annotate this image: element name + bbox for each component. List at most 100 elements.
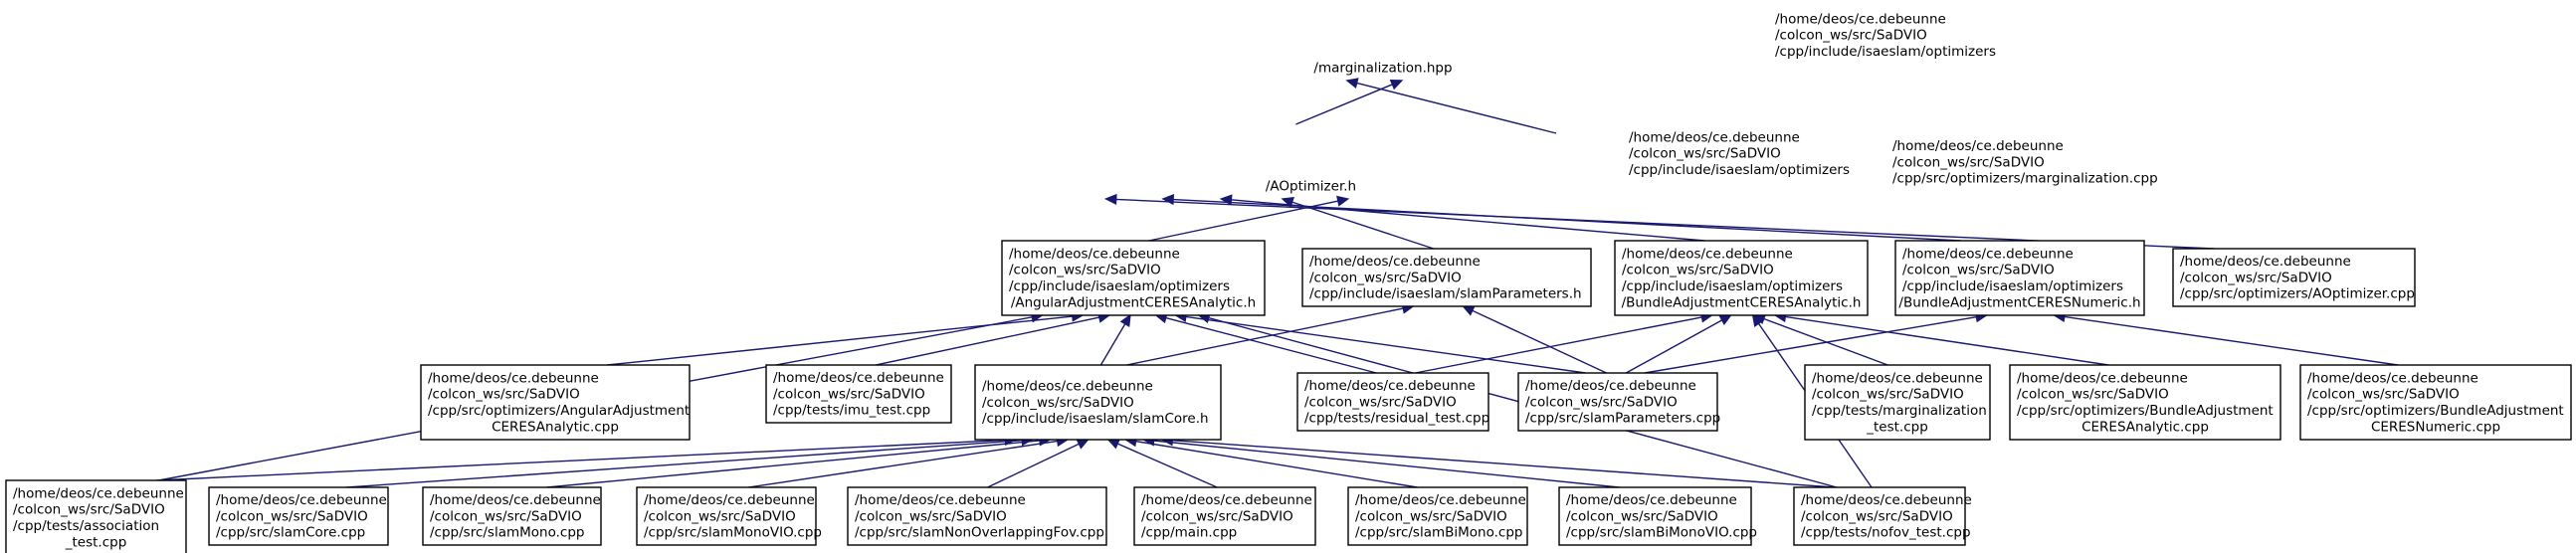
- node-ba_analytic_cpp[interactable]: /home/deos/ce.debeunne/colcon_ws/src/SaD…: [2009, 364, 2281, 441]
- node-slammonovio_cpp[interactable]: /home/deos/ce.debeunne/colcon_ws/src/SaD…: [636, 486, 822, 546]
- node-label-line: /cpp/main.cpp: [1141, 525, 1237, 541]
- node-slambimonovio_cpp[interactable]: /home/deos/ce.debeunne/colcon_ws/src/SaD…: [1558, 486, 1757, 546]
- node-label-line: /home/deos/ce.debeunne: [1892, 138, 2064, 154]
- node-box: [765, 364, 952, 424]
- node-label-line: /BundleAdjustmentCERESAnalytic.h: [1622, 294, 1862, 310]
- node-slammono_cpp[interactable]: /home/deos/ce.debeunne/colcon_ws/src/SaD…: [422, 486, 602, 546]
- node-label-line: /home/deos/ce.debeunne: [1775, 11, 1946, 27]
- node-label-line: /colcon_ws/src/SaDVIO: [2307, 387, 2460, 403]
- node-slamnonoverlap_cpp[interactable]: /home/deos/ce.debeunne/colcon_ws/src/SaD…: [847, 486, 1107, 546]
- node-label-line: /cpp/include/isaeslam/optimizers: [1009, 278, 1230, 294]
- arrowhead-main_cpp-to-slamcore_h: [1106, 439, 1121, 450]
- node-marg_test[interactable]: /home/deos/ce.debeunne/colcon_ws/src/SaD…: [1804, 364, 1991, 441]
- node-marg_cpp[interactable]: /home/deos/ce.debeunne/colcon_ws/src/SaD…: [1892, 138, 2158, 187]
- node-label-line: /colcon_ws/src/SaDVIO: [1622, 263, 1774, 278]
- node-label-line: /marginalization.hpp: [1313, 60, 1452, 76]
- node-assoc_test[interactable]: /home/deos/ce.debeunne/colcon_ws/src/SaD…: [5, 479, 187, 553]
- node-label-line: /cpp/tests/imu_test.cpp: [773, 403, 930, 419]
- edge-slamparams_cpp-to-ba_numeric_h: [1644, 315, 1977, 374]
- node-label-line: /colcon_ws/src/SaDVIO: [1892, 154, 2045, 170]
- node-label-line: /cpp/include/isaeslam/optimizers: [1775, 44, 1996, 60]
- node-label-line: /home/deos/ce.debeunne: [216, 492, 387, 508]
- edge-slamparams_cpp-to-angular_h: [1185, 315, 1586, 374]
- arrowhead-aopt_cpp-to-aopt_h: [1103, 193, 1117, 206]
- node-label-line: /home/deos/ce.debeunne: [2017, 370, 2188, 386]
- node-box: [636, 486, 817, 546]
- node-angular_h[interactable]: /home/deos/ce.debeunne/colcon_ws/src/SaD…: [1001, 240, 1266, 316]
- edge-ba_numeric_cpp-to-ba_numeric_h: [2064, 315, 2399, 366]
- edge-slamcore_h-to-angular_h: [1099, 323, 1126, 366]
- node-residual_test[interactable]: /home/deos/ce.debeunne/colcon_ws/src/SaD…: [1296, 372, 1489, 432]
- node-label-line: /cpp/include/isaeslam/optimizers: [1629, 162, 1850, 178]
- edge-slamparams_cpp-to-slamparams_h: [1472, 309, 1607, 374]
- node-label-line: /cpp/include/isaeslam/slamCore.h: [982, 411, 1209, 427]
- node-box: [2009, 364, 2281, 441]
- edge-angular_cpp-to-angular_h: [607, 315, 1073, 366]
- node-slamcore_h[interactable]: /home/deos/ce.debeunne/colcon_ws/src/SaD…: [974, 364, 1222, 441]
- node-angular_cpp[interactable]: /home/deos/ce.debeunne/colcon_ws/src/SaD…: [420, 364, 691, 441]
- node-ba_numeric_cpp[interactable]: /home/deos/ce.debeunne/colcon_ws/src/SaD…: [2299, 364, 2572, 441]
- node-label-line: /home/deos/ce.debeunne: [430, 492, 601, 508]
- node-label-line: /home/deos/ce.debeunne: [1141, 492, 1312, 508]
- edge-ba_analytic_cpp-to-ba_analytic_h: [1785, 315, 2109, 366]
- node-label-line: /home/deos/ce.debeunne: [13, 485, 184, 501]
- node-label-line: /colcon_ws/src/SaDVIO: [2017, 387, 2169, 403]
- node-slamcore_cpp[interactable]: /home/deos/ce.debeunne/colcon_ws/src/SaD…: [208, 486, 389, 546]
- node-label-line: /cpp/src/optimizers/marginalization.cpp: [1892, 171, 2158, 187]
- node-marg_hpp[interactable]: /home/deos/ce.debeunne/colcon_ws/src/SaD…: [1313, 11, 1996, 76]
- edge-residual_test-to-ba_analytic_h: [1415, 316, 1702, 374]
- arrowhead-aopt_h-to-marg_hpp: [1389, 79, 1404, 91]
- node-label-line: /home/deos/ce.debeunne: [773, 370, 944, 386]
- node-label-line: /colcon_ws/src/SaDVIO: [1902, 263, 2055, 278]
- edge-marg_cpp-to-marg_hpp: [1356, 82, 1557, 134]
- node-label-line: /colcon_ws/src/SaDVIO: [2180, 270, 2332, 285]
- node-label-line: /colcon_ws/src/SaDVIO: [1525, 394, 1678, 410]
- node-label-line: /home/deos/ce.debeunne: [855, 492, 1026, 508]
- node-label-line: /home/deos/ce.debeunne: [1629, 129, 1800, 145]
- edge-slambimonovio_cpp-to-slamcore_h: [1153, 440, 1620, 488]
- node-imu_test[interactable]: /home/deos/ce.debeunne/colcon_ws/src/SaD…: [765, 364, 952, 424]
- node-box: [1301, 248, 1592, 307]
- node-label-line: /cpp/src/slamBiMono.cpp: [1355, 525, 1522, 541]
- nodes-layer: /home/deos/ce.debeunne/colcon_ws/src/SaD…: [5, 11, 2572, 553]
- node-box: [1614, 240, 1869, 316]
- arrowhead-angular_h-to-aopt_h: [1336, 195, 1350, 207]
- node-main_cpp[interactable]: /home/deos/ce.debeunne/colcon_ws/src/SaD…: [1133, 486, 1316, 546]
- node-label-line: /home/deos/ce.debeunne: [1801, 492, 1972, 508]
- node-box: [1793, 486, 1966, 546]
- node-slamparams_cpp[interactable]: /home/deos/ce.debeunne/colcon_ws/src/SaD…: [1517, 372, 1720, 432]
- edge-slamnonoverlap_cpp-to-slamcore_h: [987, 443, 1080, 488]
- node-ba_numeric_h[interactable]: /home/deos/ce.debeunne/colcon_ws/src/SaD…: [1894, 240, 2145, 316]
- node-label-line: /home/deos/ce.debeunne: [1309, 254, 1481, 270]
- node-label-line: /colcon_ws/src/SaDVIO: [644, 508, 796, 524]
- node-slamparams_h[interactable]: /home/deos/ce.debeunne/colcon_ws/src/SaD…: [1301, 248, 1592, 307]
- node-aopt_h[interactable]: /home/deos/ce.debeunne/colcon_ws/src/SaD…: [1266, 129, 1850, 194]
- edge-slammonovio_cpp-to-slamcore_h: [748, 440, 1058, 488]
- node-box: [2172, 248, 2416, 307]
- edge-aopt_h-to-marg_hpp: [1295, 84, 1393, 125]
- node-box: [1347, 486, 1528, 546]
- edge-slamparams_h-to-aopt_h: [1291, 201, 1435, 250]
- node-label-line: /cpp/src/slamParameters.cpp: [1525, 411, 1720, 427]
- node-label-line: /colcon_ws/src/SaDVIO: [1566, 508, 1718, 524]
- node-box: [974, 364, 1222, 441]
- node-label-line: /cpp/src/slamCore.cpp: [216, 525, 365, 541]
- node-aopt_cpp[interactable]: /home/deos/ce.debeunne/colcon_ws/src/SaD…: [2172, 248, 2416, 307]
- node-label-line: /home/deos/ce.debeunne: [1902, 246, 2074, 262]
- node-ba_analytic_h[interactable]: /home/deos/ce.debeunne/colcon_ws/src/SaD…: [1614, 240, 1869, 316]
- node-label-line: /colcon_ws/src/SaDVIO: [1141, 508, 1293, 524]
- node-box: [1804, 364, 1991, 441]
- node-nofov_test[interactable]: /home/deos/ce.debeunne/colcon_ws/src/SaD…: [1793, 486, 1972, 546]
- node-slambimono_cpp[interactable]: /home/deos/ce.debeunne/colcon_ws/src/SaD…: [1347, 486, 1528, 546]
- node-label-line: _test.cpp: [65, 534, 127, 550]
- node-label-line: /home/deos/ce.debeunne: [2180, 254, 2351, 270]
- node-label-line: CERESNumeric.cpp: [2371, 419, 2500, 435]
- node-label-line: /colcon_ws/src/SaDVIO: [216, 508, 368, 524]
- node-box: [2299, 364, 2572, 441]
- node-label-line: /cpp/src/optimizers/AOptimizer.cpp: [2180, 286, 2415, 302]
- arrowhead-slamnonoverlap_cpp-to-slamcore_h: [1076, 439, 1090, 450]
- node-label-line: /colcon_ws/src/SaDVIO: [1812, 387, 1964, 403]
- edge-slamcore_h-to-slamparams_h: [1126, 307, 1404, 366]
- edge-assoc_test-to-slamcore_h: [156, 439, 1006, 481]
